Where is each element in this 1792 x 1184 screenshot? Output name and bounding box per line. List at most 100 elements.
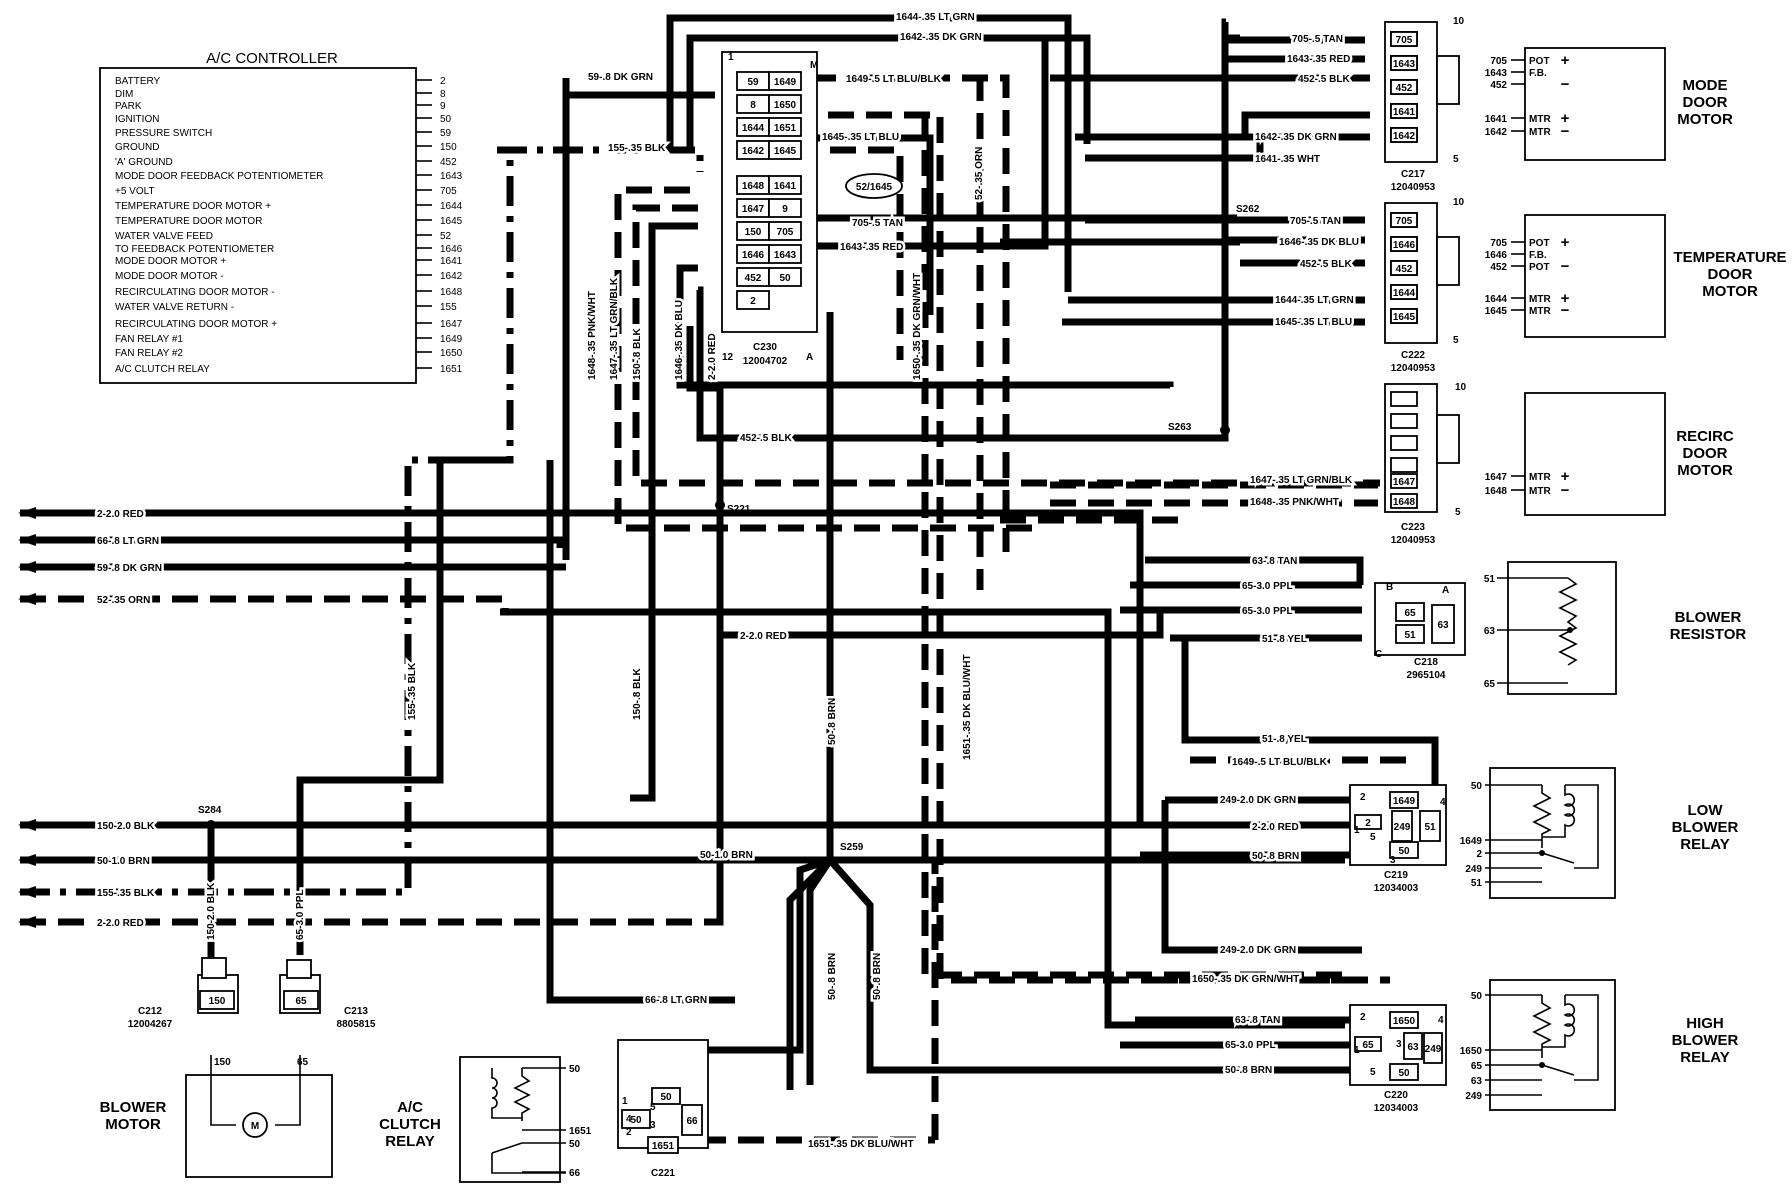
temp-door-cell [1390, 236, 1418, 252]
wire-label: 65-3.0 PPL [1225, 1040, 1276, 1051]
controller-row-label: A/C CLUTCH RELAY [115, 364, 210, 375]
clutch-relay-box [459, 1056, 561, 1183]
connector-cell-label: 63 [1437, 620, 1449, 631]
wire-label: 65-3.0 PPL [1242, 581, 1293, 592]
recirc-empty-slot [1390, 413, 1418, 429]
c220-pin: 4 [1438, 1015, 1444, 1026]
splice-s221-dot [715, 500, 725, 510]
high-blower-relay-term: 50 [1471, 991, 1483, 1002]
mode-door-cell [1390, 79, 1418, 95]
controller-pin-number: 155 [440, 302, 457, 313]
connector-cell-label: 1648 [1393, 497, 1416, 508]
wire-label: 2-2.0 RED [1252, 822, 1299, 833]
connector-cell-label: 1642 [742, 146, 765, 157]
connector-cell-label: 50 [1398, 846, 1410, 857]
motor-icon-label: M [251, 1121, 259, 1132]
recirc-door-motor-term-sign: − [1561, 482, 1570, 499]
temp-door-cell [1390, 308, 1418, 324]
connector-cell-label: 50 [660, 1092, 672, 1103]
connector-cell-label: 8 [750, 100, 756, 111]
c220-cell [1403, 1032, 1423, 1060]
temp-door-pin-bottom: 5 [1453, 335, 1459, 346]
splice-s284-dot [206, 820, 216, 830]
mode-door-latch [1436, 55, 1460, 105]
wire-label: 1647-.35 LT GRN/BLK [1250, 475, 1353, 486]
connector-cell-label: 705 [777, 227, 794, 238]
connector-cell-label: 1648 [742, 181, 765, 192]
c220-pin: 2 [1360, 1012, 1366, 1023]
c221-name: C221 [651, 1168, 675, 1179]
connector-cell-label: 1645 [774, 146, 797, 157]
mode-door-motor-term-wire: 452 [1490, 80, 1507, 91]
blower-resistor-term: 65 [1484, 679, 1496, 690]
c230-pin-label: 12 [722, 352, 734, 363]
high-blower-relay-coil-icon [1542, 995, 1576, 1048]
wire-50-brn-c [827, 857, 1345, 1074]
mode-door-cell [1390, 31, 1418, 47]
controller-pin-number: 2 [440, 76, 446, 87]
low-blower-relay-switch-icon [1541, 784, 1599, 869]
controller-row-label: RECIRCULATING DOOR MOTOR + [115, 319, 277, 330]
wire-155-left [20, 150, 514, 896]
blower-motor-lead-label: 65 [297, 1057, 309, 1068]
controller-pin-number: 1650 [440, 348, 463, 359]
connector-cell-label: 51 [1404, 630, 1416, 641]
harness-wire-label: 52-.35 ORN [97, 595, 150, 606]
low-blower-relay-term: 2 [1476, 849, 1482, 860]
wire-2-red-left [20, 509, 1144, 825]
controller-pin-number: 1649 [440, 334, 463, 345]
wire-1641-mode [1090, 133, 1370, 162]
mode-door-motor-term-name: MTR [1529, 114, 1551, 125]
recirc-pin-top: 10 [1455, 382, 1467, 393]
controller-row-label: MODE DOOR MOTOR + [115, 256, 226, 267]
wire-1642-mode [1075, 111, 1370, 141]
blower-resistor-title: BLOWER [1675, 609, 1742, 626]
controller-pin-number: 52 [440, 231, 452, 242]
controller-pin-number: 9 [440, 101, 446, 112]
wire-label: 452-.5 BLK [1298, 74, 1350, 85]
c220-cell [1354, 1036, 1382, 1052]
wire-label: 66-.8 LT GRN [645, 995, 707, 1006]
wire-label-vertical: 65-3.0 PPL [295, 889, 306, 940]
harness-arrow-icon [18, 916, 36, 928]
c219-name: C219 [1384, 870, 1408, 881]
c220-cell [1389, 1011, 1419, 1029]
clutch-relay-title: CLUTCH [379, 1116, 441, 1133]
wire-label-vertical: 150-.8 BLK [632, 668, 643, 720]
controller-pin-number: 1641 [440, 256, 463, 267]
blower-motor-title: BLOWER [100, 1099, 167, 1116]
wire-label: 1649-.5 LT BLU/BLK [1232, 757, 1328, 768]
mode-door-motor-term-wire: 1643 [1485, 68, 1508, 79]
temp-door-motor-title: MOTOR [1702, 283, 1758, 300]
connector-cell-label: 1641 [774, 181, 797, 192]
temp-door-motor-term-wire: 705 [1490, 238, 1507, 249]
controller-pin-number: 705 [440, 186, 457, 197]
clutch-relay-term: 50 [569, 1139, 581, 1150]
c220-cell [1389, 1063, 1419, 1081]
wire-label: 1644-.35 LT GRN [1275, 295, 1354, 306]
connector-cell-label: 452 [1396, 83, 1413, 94]
wire-155-top [497, 146, 704, 172]
c221-pin: 3 [650, 1120, 656, 1131]
wire-label: 2-2.0 RED [740, 631, 787, 642]
wire-label: 1644-.35 LT GRN [896, 12, 975, 23]
wire-66-lt-grn [546, 460, 735, 1004]
c219-pin: 4 [1440, 797, 1446, 808]
recirc-empty-slot [1390, 391, 1418, 407]
controller-row-label: FAN RELAY #2 [115, 348, 183, 359]
harness-arrow-icon [18, 561, 36, 573]
controller-pin-number: 150 [440, 142, 457, 153]
c230-name: C230 [753, 342, 777, 353]
controller-pin-number: 452 [440, 157, 457, 168]
mode-door-motor-term-sign: − [1561, 76, 1570, 93]
splice-s284-label: S284 [198, 805, 222, 816]
wire-label: 1643-.35 RED [840, 242, 903, 253]
high-blower-relay-resistor-icon [1532, 995, 1552, 1058]
splice-s221-label: S221 [727, 504, 751, 515]
wire-65-ppl-high [1104, 612, 1345, 1029]
connector-cell-label: 1644 [1393, 288, 1416, 299]
recirc-cell [1390, 473, 1418, 489]
clutch-resistor-icon [513, 1068, 531, 1121]
blower-resistor-box [1507, 561, 1617, 695]
